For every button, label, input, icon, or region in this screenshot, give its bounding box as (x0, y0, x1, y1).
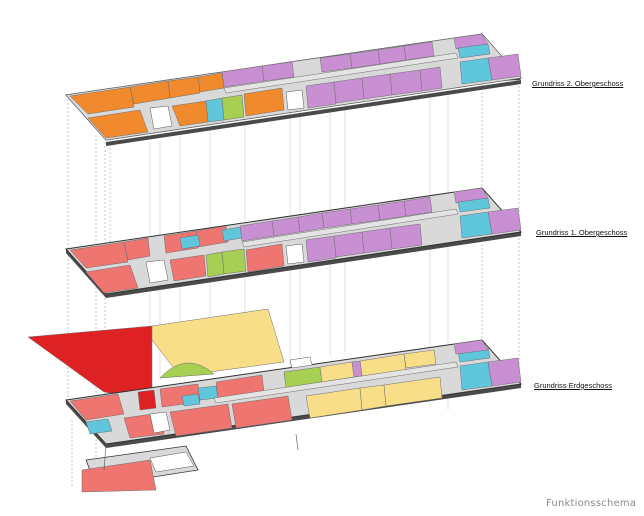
room-og1-cyan-3 (459, 211, 493, 239)
room-og2-cyan-2 (459, 57, 493, 85)
room-eg-annex-salmon (81, 459, 157, 493)
room-eg-purple-1 (351, 360, 363, 378)
floor-label-og2: Grundriss 2. Obergeschoss (532, 79, 624, 88)
diagram-caption: Funktionsschema (546, 498, 637, 509)
room-og2-cyan-1 (205, 97, 225, 123)
room-og2-purple-13 (487, 53, 522, 81)
room-og2-orange-3 (167, 76, 201, 99)
floor-label-og1: Grundriss 1. Obergeschoss (536, 228, 628, 237)
corridor-og1-strip (241, 208, 459, 248)
floor-plan-og1 (65, 187, 522, 298)
room-og1-purple-13 (487, 207, 522, 235)
room-eg-salmon-5 (231, 395, 293, 429)
stair-og1-west (145, 259, 169, 284)
room-og2-purple-6 (403, 41, 435, 61)
room-og2-purple-12 (419, 66, 443, 92)
floor-plan-eg (27, 308, 522, 493)
room-eg-yellow-6 (383, 376, 443, 407)
room-eg-lime-arc (159, 362, 215, 379)
room-eg-yellow-hall (151, 308, 285, 377)
room-og2-orange-1 (69, 86, 135, 115)
room-eg-red-hall (27, 325, 153, 401)
room-eg-purple-3 (453, 339, 489, 355)
stair-eg-annex (149, 451, 195, 473)
stair-eg-mid (289, 356, 313, 369)
stair-og2-west (149, 105, 173, 130)
room-eg-yellow-3 (403, 349, 437, 369)
room-eg-salmon-1 (69, 393, 125, 421)
room-eg-red-1 (137, 389, 157, 411)
room-og2-purple-9 (333, 77, 365, 104)
stair-og1-mid (285, 243, 305, 265)
room-eg-cyan-1 (85, 418, 113, 435)
room-og2-orange-7 (243, 87, 285, 117)
room-og1-cyan-1 (179, 234, 201, 250)
floor-label-eg: Grundriss Erdgeschoss (534, 381, 612, 390)
room-og2-purple-8 (305, 81, 337, 109)
room-og1-purple-10 (333, 231, 365, 258)
stair-eg-west (149, 411, 171, 434)
room-eg-cyan-4 (459, 361, 493, 391)
room-og1-cyan-4 (457, 197, 491, 213)
room-og1-salmon-1 (69, 241, 129, 269)
room-og1-purple-7 (403, 196, 433, 217)
room-og1-purple-9 (305, 235, 337, 263)
room-og2-orange-5 (87, 109, 149, 139)
room-og1-lime-1 (205, 251, 225, 278)
room-eg-cyan-3 (181, 393, 201, 407)
floor-plan-og2 (65, 33, 522, 146)
room-og1-salmon-7 (245, 243, 285, 273)
room-og1-salmon-6 (169, 254, 207, 282)
room-og1-lime-2 (221, 248, 247, 275)
room-eg-purple-2 (487, 357, 522, 387)
room-og2-purple-10 (361, 73, 393, 100)
room-og1-purple-12 (389, 223, 423, 250)
room-eg-salmon-4 (169, 403, 233, 437)
room-og1-salmon-5 (85, 264, 139, 294)
room-og2-purple-2 (261, 61, 295, 82)
room-og2-lime-1 (221, 94, 245, 121)
room-og1-salmon-2 (123, 237, 151, 261)
room-og2-cyan-3 (457, 43, 491, 59)
corridor-eg-strip (213, 361, 459, 404)
room-og1-purple-11 (361, 227, 393, 254)
room-og2-purple-11 (389, 69, 423, 96)
stair-og2-mid (285, 89, 305, 111)
corridor-og2-strip (223, 52, 459, 94)
room-eg-yellow-5 (359, 384, 387, 411)
